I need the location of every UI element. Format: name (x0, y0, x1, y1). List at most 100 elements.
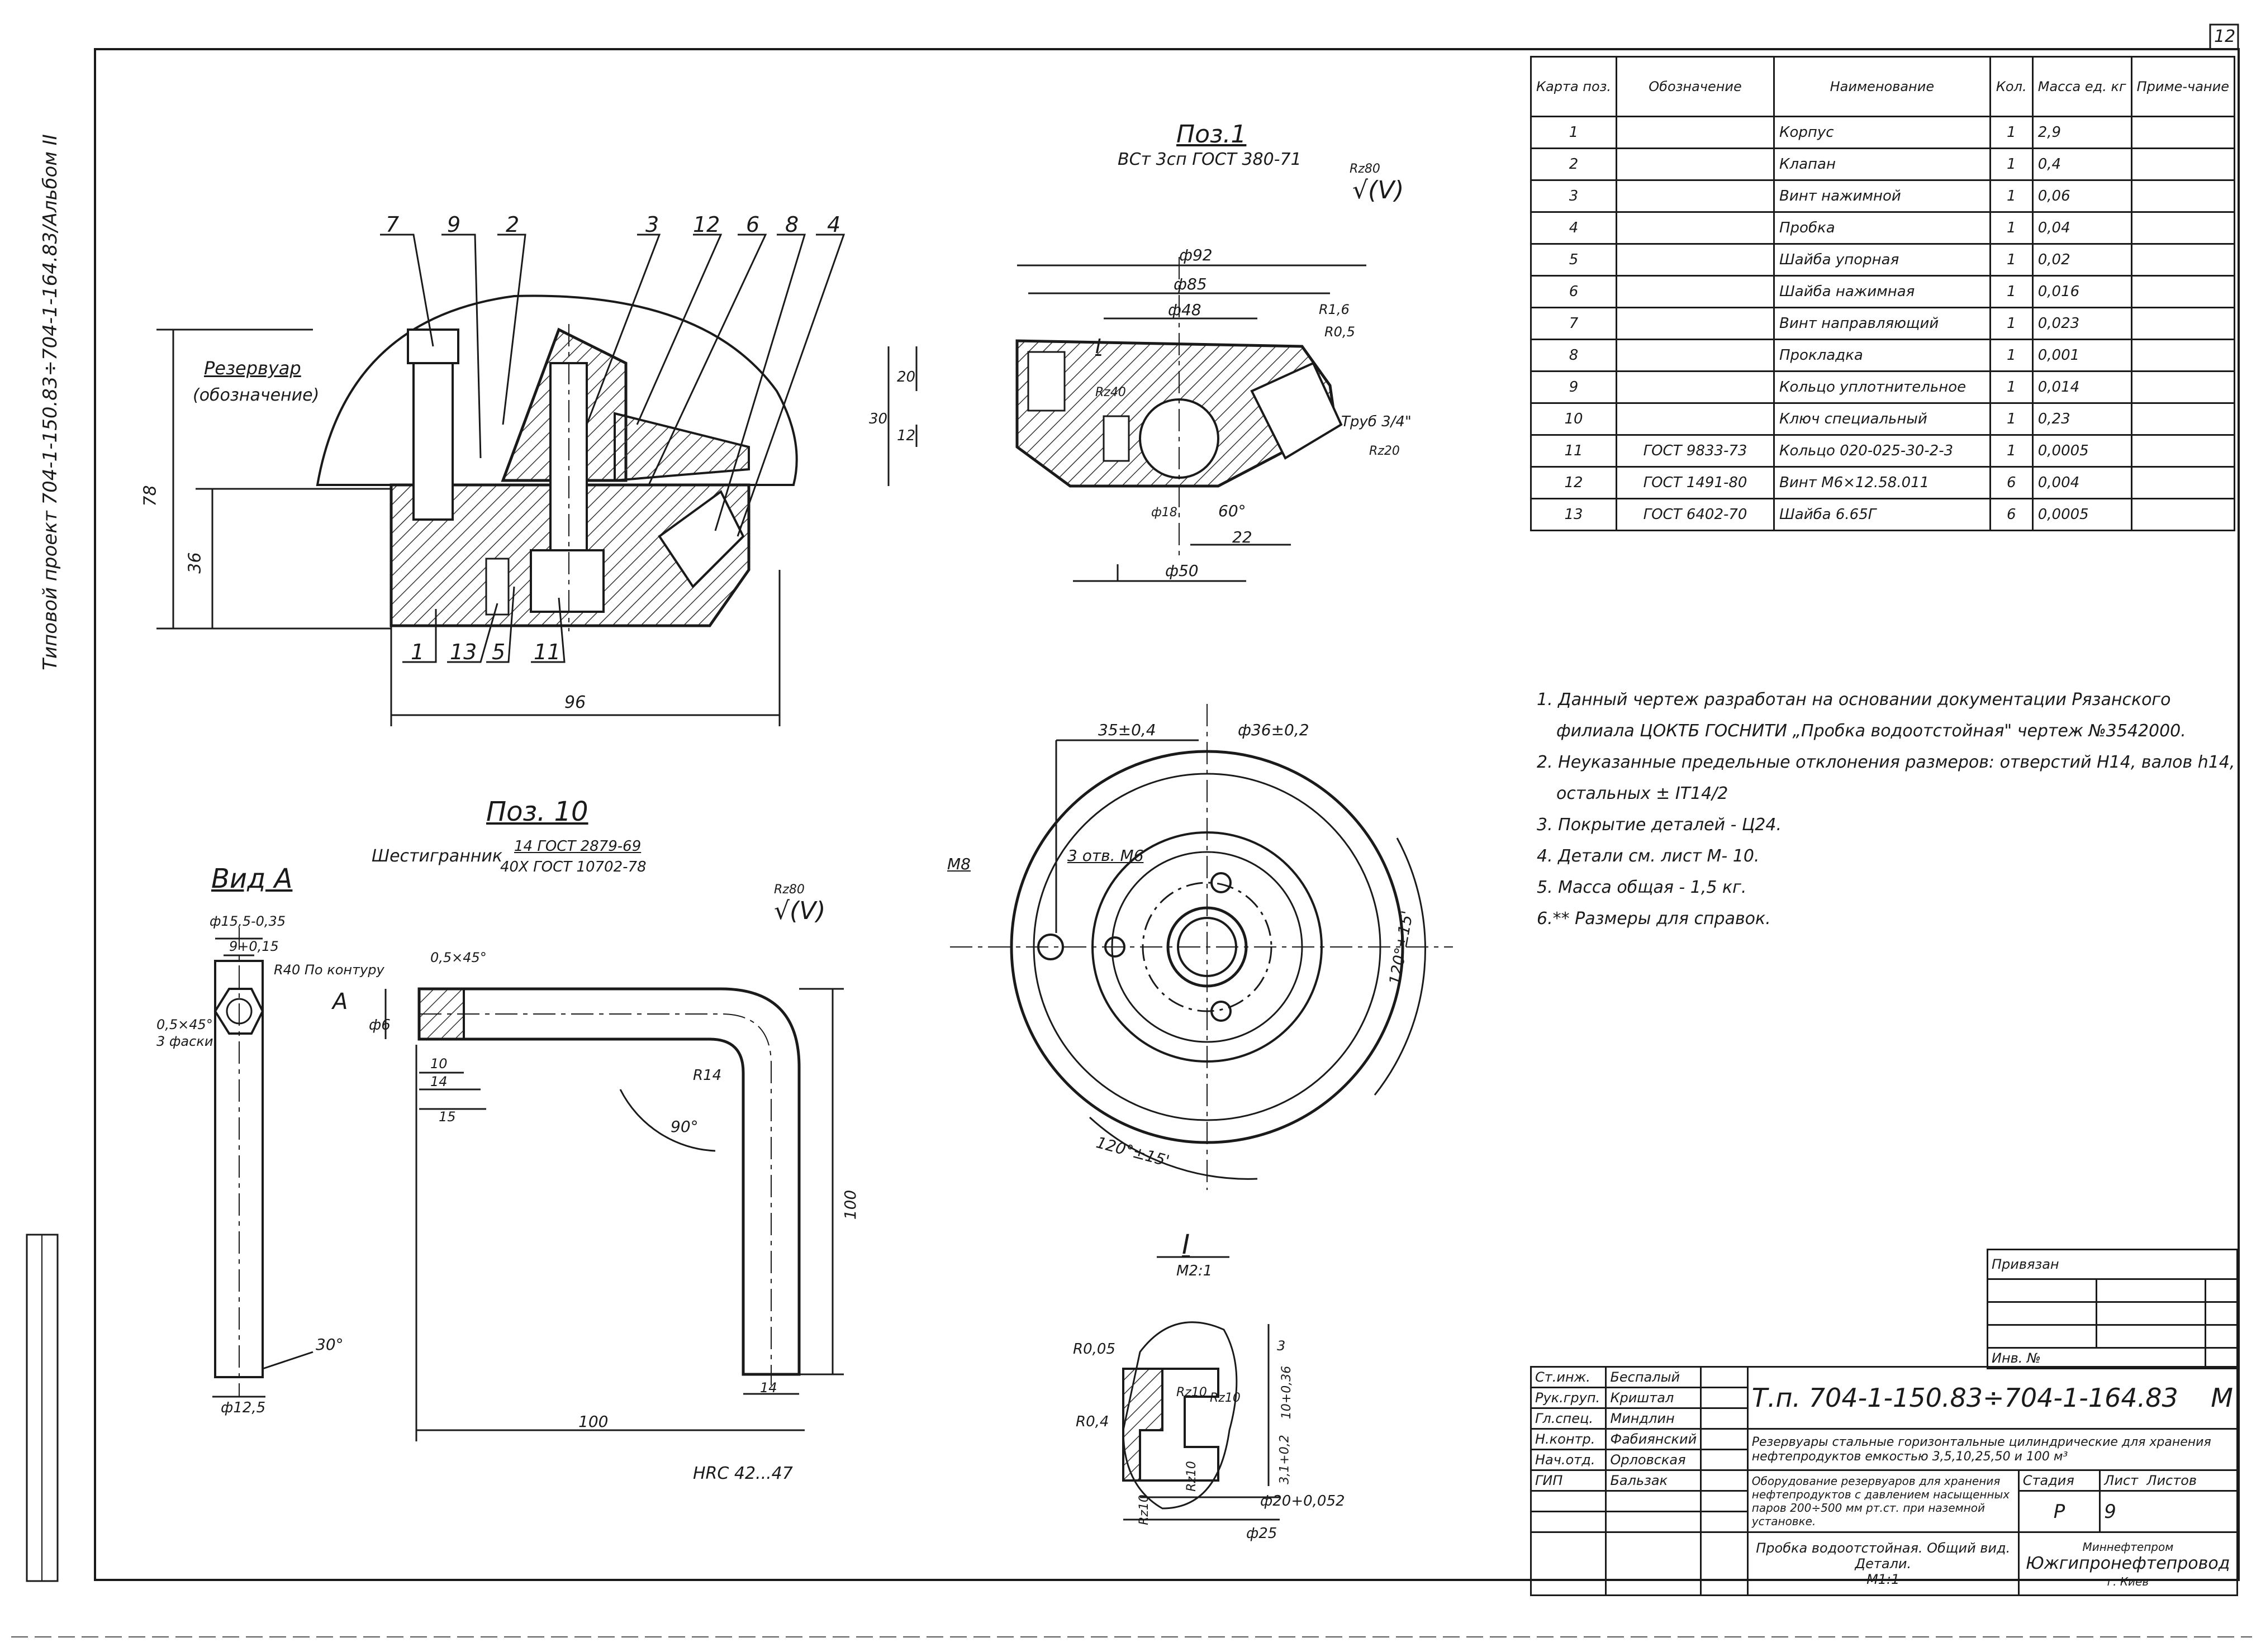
callout-12: 12 (693, 212, 720, 237)
cell-note (2130, 434, 2236, 468)
staff-name: Фабиянский (1605, 1428, 1702, 1450)
cell-designation (1616, 147, 1775, 181)
pos1-roughness: Rz80 (1350, 162, 1380, 176)
cell-note (2130, 307, 2236, 340)
note-line: остальных ± IT14/2 (1556, 784, 1728, 803)
cell-mass: 0,02 (2031, 243, 2132, 277)
spec-header-name: Наименование (1773, 56, 1991, 117)
cell-qty: 1 (1989, 402, 2034, 436)
cell-designation (1616, 179, 1775, 213)
cell-position: 8 (1530, 339, 1618, 372)
staff-name: Орловская (1605, 1449, 1702, 1471)
detail-i-scale: М2:1 (1176, 1263, 1213, 1279)
note-line: филиала ЦОКТБ ГОСНИТИ „Пробка водоотстой… (1556, 721, 2186, 741)
cell-position: 6 (1530, 275, 1618, 308)
pos10-roughness-symbol: √(V) (774, 897, 826, 925)
pos1-section-view (887, 257, 1366, 582)
cell-note (2130, 275, 2236, 308)
dim-height-mid: 36 (185, 552, 205, 574)
view-a-title: Вид А (211, 863, 293, 894)
detail-i-outline (1122, 1321, 1238, 1510)
pos10-material-top: 14 ГОСТ 2879-69 (514, 838, 642, 855)
detail-i-section (1122, 1368, 1163, 1482)
pos10-key-drawing (384, 987, 844, 1441)
cell-name: Винт М6×12.58.011 (1773, 466, 1991, 499)
staff-role: Нач.отд. (1530, 1449, 1607, 1471)
cell-position: 1 (1530, 116, 1618, 149)
circle-dim-36: ф36±0,2 (1238, 721, 1309, 739)
circle-holes-m6: 3 отв. М6 (1067, 846, 1144, 865)
cell-mass: 0,023 (2031, 307, 2132, 340)
cell-name: Шайба 6.65Г (1773, 498, 1991, 531)
pos1-small-hole (1103, 415, 1130, 462)
cell-qty: 1 (1989, 434, 2034, 468)
view-a-chamfer: 0,5×45° (156, 1017, 213, 1032)
cell-name: Винт направляющий (1773, 307, 1991, 340)
detail-i-title: I (1182, 1229, 1190, 1260)
cell-mass: 0,004 (2031, 466, 2132, 499)
pos10-dim-phi6: ф6 (369, 1017, 391, 1034)
cell-designation (1616, 211, 1775, 245)
pos10-label: Шестигранник (372, 846, 503, 866)
callout-7: 7 (386, 212, 400, 237)
cell-mass: 0,04 (2031, 211, 2132, 245)
cell-note (2130, 498, 2236, 531)
callout-11: 11 (534, 640, 561, 664)
project-title: Резервуары стальные горизонтальные цилин… (1746, 1428, 2239, 1471)
specification-table: Карта поз. Обозначение Наименование Кол.… (1530, 56, 2236, 531)
detail-i-dim-3-1: 3,1+0,2 (1277, 1435, 1292, 1484)
staff-name: Миндлин (1605, 1407, 1702, 1430)
cell-qty: 1 (1989, 370, 2034, 404)
pos1-side-port (1250, 361, 1343, 460)
view-a-dim-diam: ф15,5-0,35 (210, 913, 286, 929)
note-line: 4. Детали см. лист М- 10. (1537, 846, 1760, 866)
cell-name: Кольцо 020-025-30-2-3 (1773, 434, 1991, 468)
cell-note (2130, 147, 2236, 181)
cell-name: Прокладка (1773, 339, 1991, 372)
spec-header-note: Приме-чание (2130, 56, 2236, 117)
subtitle: Оборудование резервуаров для хранения не… (1746, 1469, 2020, 1533)
view-a-contour: R40 По контуру (274, 962, 384, 978)
pos1-dim-12: 12 (897, 427, 916, 444)
callout-2: 2 (506, 212, 520, 237)
outer-frame (94, 48, 2240, 1581)
pos10-chamfer: 0,5×45° (430, 950, 487, 965)
cell-mass: 0,001 (2031, 339, 2132, 372)
pos1-section-mark: I (1095, 335, 1101, 358)
reservoir-sublabel: (обозначение) (193, 385, 320, 405)
cell-note (2130, 211, 2236, 245)
pos10-view-arrow-a: A (332, 989, 348, 1015)
pos10-dim-100-horizontal: 100 (578, 1412, 609, 1431)
cell-designation: ГОСТ 1491-80 (1616, 466, 1775, 499)
cell-designation (1616, 370, 1775, 404)
pos1-rz20: Rz20 (1369, 444, 1400, 458)
pos10-angle: 90° (671, 1117, 699, 1136)
pos1-title: Поз.1 (1176, 120, 1247, 149)
staff-role: Рук.груп. (1530, 1387, 1607, 1409)
cell-designation: ГОСТ 6402-70 (1616, 498, 1775, 531)
cell-name: Корпус (1773, 116, 1991, 149)
view-a-diam-125: ф12,5 (221, 1399, 266, 1416)
pos1-dim-20: 20 (897, 369, 916, 385)
sheet-name: Пробка водоотстойная. Общий вид. Детали.… (1746, 1531, 2020, 1596)
cell-designation (1616, 402, 1775, 436)
pos1-dim-r05: R0,5 (1324, 324, 1355, 340)
reservoir-label: Резервуар (204, 358, 301, 379)
detail-i-dim-phi20: ф20+0,052 (1260, 1493, 1345, 1510)
page-number: 12 (2214, 27, 2236, 46)
pos10-dim-10: 10 (430, 1056, 448, 1072)
view-a-dim-9: 9+0,15 (229, 939, 279, 954)
binding-stamp: Привязан Инв. № (1986, 1249, 2238, 1369)
view-a-angle: 30° (316, 1335, 344, 1354)
pos1-dim-92: ф92 (1179, 246, 1213, 264)
cell-designation (1616, 116, 1775, 149)
title-block: Ст.инж. Беспалый Т.п. 704-1-150.83÷704-1… (1530, 1366, 2239, 1596)
detail-i-rz10-b: Rz10 (1210, 1391, 1241, 1405)
